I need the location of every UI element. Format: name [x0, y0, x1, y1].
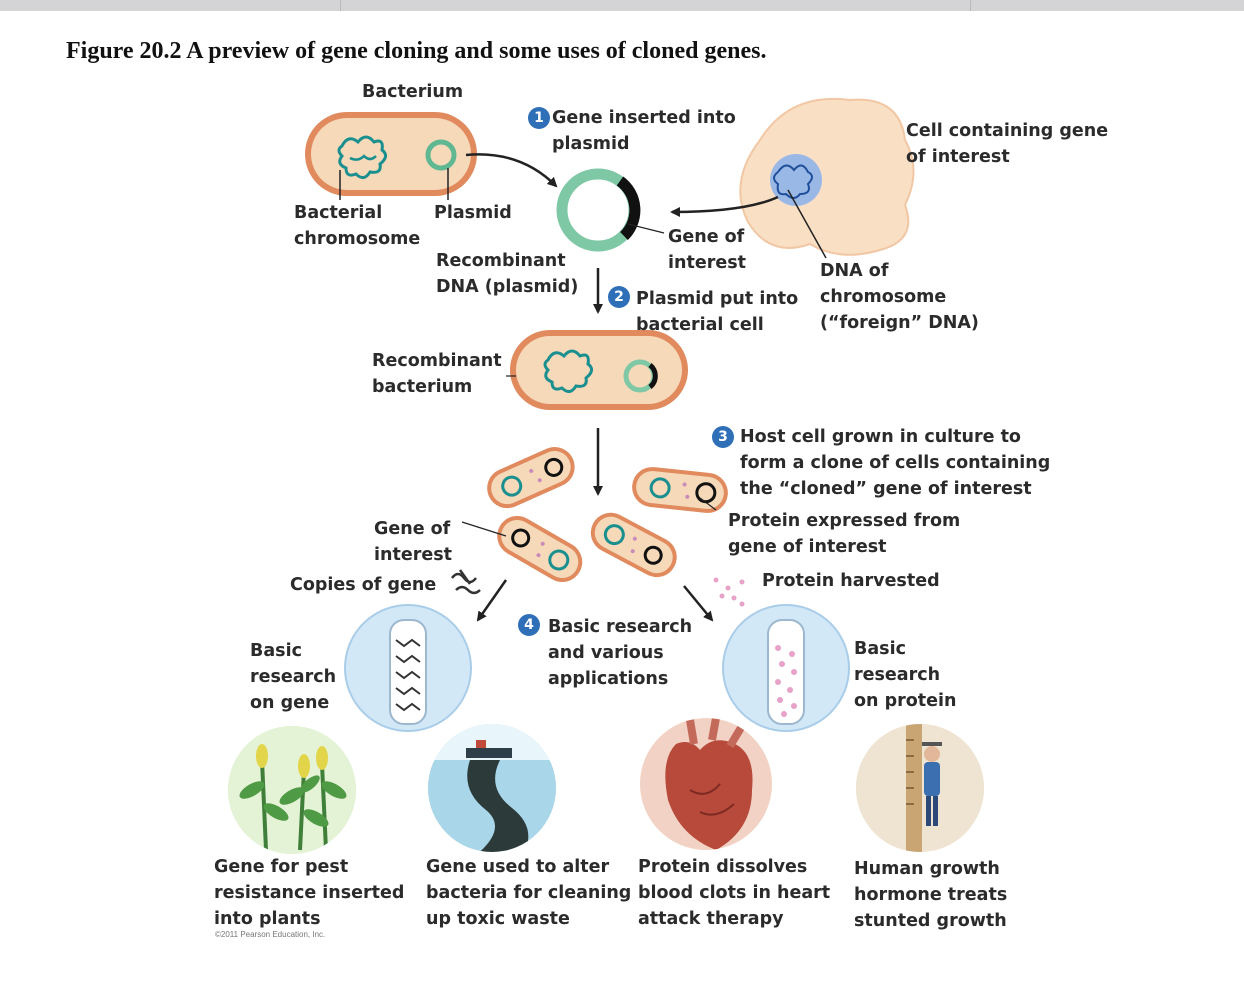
step-1-badge: 1 — [528, 107, 550, 129]
top-bar-divider — [340, 0, 341, 11]
recombinant-plasmid — [556, 168, 641, 252]
bacterial-chromosome-icon — [337, 135, 387, 179]
copies-of-gene-label: Copies of gene — [290, 575, 437, 595]
growth-chart-icon — [856, 724, 984, 852]
window-top-bar — [0, 0, 1244, 11]
arrow-icon — [670, 195, 779, 217]
recombinant-bacterium — [506, 330, 688, 410]
heart-icon — [640, 718, 772, 850]
animal-cell — [739, 97, 915, 259]
plasmid-icon — [425, 139, 457, 171]
bacterium-top — [305, 112, 477, 200]
figure-title: Figure 20.2 A preview of gene cloning an… — [66, 38, 767, 64]
step-4-badge: 4 — [518, 614, 540, 636]
gene-tube-circle — [344, 604, 472, 732]
copyright-notice: ©2011 Pearson Education, Inc. — [215, 930, 326, 939]
arrow-icon — [683, 585, 714, 622]
protein-tube-circle — [722, 604, 850, 732]
plant-icon — [228, 726, 356, 854]
top-bar-divider — [970, 0, 971, 11]
bacterium-label: Bacterium — [362, 82, 464, 102]
arrow-icon — [476, 579, 508, 622]
step-3-badge: 3 — [712, 426, 734, 448]
arrow-icon — [465, 153, 558, 188]
bacteria-culture — [461, 447, 728, 582]
plasmid-label: Plasmid — [434, 203, 512, 223]
oil-spill-icon — [428, 724, 556, 852]
step-2-badge: 2 — [608, 286, 630, 308]
protein-dots-icon — [713, 577, 745, 607]
gene-copies-icon — [451, 569, 481, 595]
protein-harvested-label: Protein harvested — [762, 571, 940, 591]
